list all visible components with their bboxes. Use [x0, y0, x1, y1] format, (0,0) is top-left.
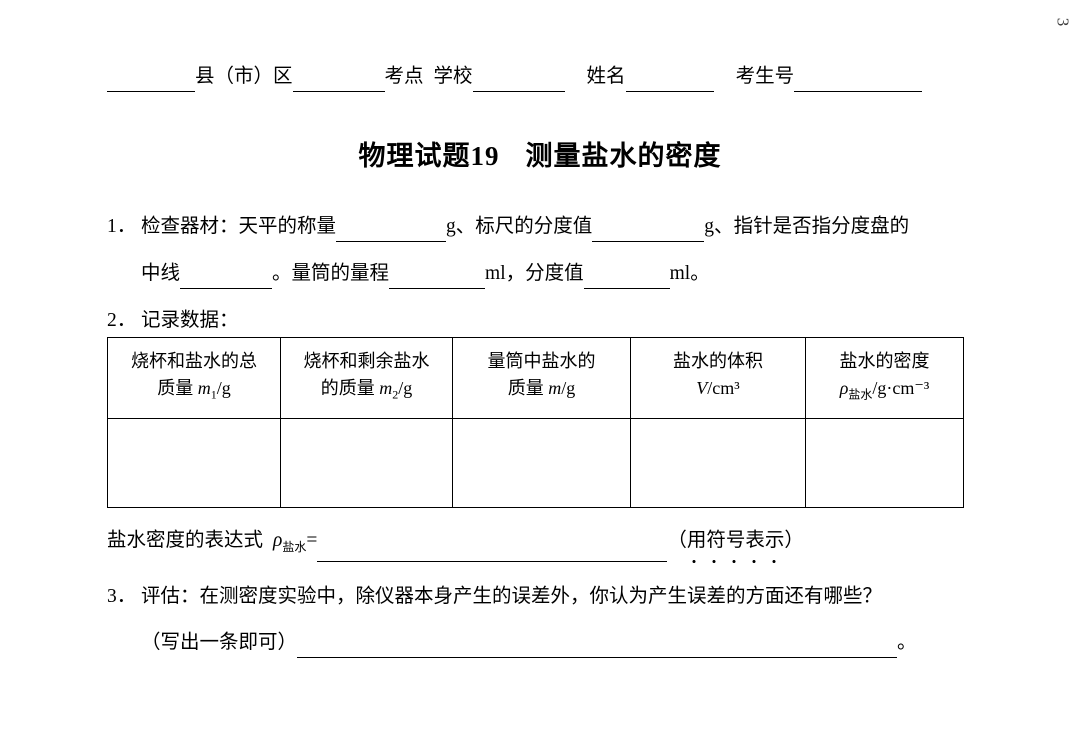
table-header-cell-3: 量筒中盐水的 质量 m/g	[452, 337, 631, 419]
table-row	[107, 418, 964, 508]
name-label: 姓名	[586, 66, 626, 87]
header-1-symbol: m	[197, 377, 211, 398]
header-1-subscript: 1	[210, 387, 217, 402]
q1-blank-2[interactable]	[592, 224, 705, 242]
q3-period: 。	[897, 632, 917, 653]
q1-text-6: 分度值	[525, 263, 584, 284]
table-header-row: 烧杯和盐水的总 质量 m1/g 烧杯和剩余盐水 的质量 m2/g 量筒中盐水的 …	[107, 337, 964, 419]
expression-label: 盐水密度的表达式	[107, 530, 264, 551]
expression-note: （用符号表示）	[667, 526, 804, 563]
q1-text-2: 标尺的分度值	[475, 216, 593, 237]
q3-answer-blank[interactable]	[297, 640, 898, 658]
table-cell-m[interactable]	[452, 418, 631, 508]
q3-text-1: 评估：在测密度实验中，除仪器本身产生的误差外，你认为产生误差的方面还有哪些？	[141, 586, 883, 607]
exam-site-blank[interactable]	[292, 74, 385, 92]
header-3-line-1: 量筒中盐水的	[487, 350, 596, 371]
county-label: 县（市）区	[195, 66, 293, 87]
name-blank[interactable]	[625, 74, 714, 92]
student-id-label: 考生号	[735, 66, 795, 87]
question-3-line-1: 3．评估：在测密度实验中，除仪器本身产生的误差外，你认为产生误差的方面还有哪些？	[107, 582, 882, 612]
header-2-subscript: 2	[392, 387, 399, 402]
header-5-subscript: 盐水	[848, 387, 873, 402]
header-4-symbol: V	[696, 377, 708, 398]
header-3-symbol: m	[548, 377, 562, 398]
q1-text-1: 检查器材：天平的称量	[141, 216, 337, 237]
header-5-line-1: 盐水的密度	[839, 350, 930, 371]
header-5-symbol: ρ	[839, 377, 849, 398]
q1-unit-2: g、	[704, 216, 734, 237]
header-4-unit: /cm³	[707, 377, 740, 398]
header-5-unit: /g·cm⁻³	[872, 377, 930, 398]
q1-blank-5[interactable]	[583, 271, 670, 289]
header-1-unit: /g	[216, 377, 231, 398]
header-1-line-2: 质量 m1/g	[112, 375, 276, 409]
header-1-line-1: 烧杯和盐水的总	[131, 350, 257, 371]
expression-equals: =	[306, 530, 318, 551]
title-number: 19	[470, 141, 500, 171]
title-name: 测量盐水的密度	[525, 141, 722, 171]
header-4-line-2: V/cm³	[635, 375, 801, 409]
q3-hint: （写出一条即可）	[141, 632, 298, 653]
school-blank[interactable]	[472, 74, 565, 92]
header-2-symbol: m	[379, 377, 393, 398]
county-blank[interactable]	[107, 74, 195, 92]
question-1-line-2: 中线 。量筒的量程 ml，分度值 ml。	[141, 259, 710, 289]
header-2-unit: /g	[398, 377, 413, 398]
q1-unit-3: ml，	[485, 263, 526, 284]
expression-symbol: ρ	[273, 530, 283, 551]
table-header-cell-2: 烧杯和剩余盐水 的质量 m2/g	[280, 337, 453, 419]
header-2-line-1: 烧杯和剩余盐水	[303, 350, 430, 371]
q1-text-5: 。量筒的量程	[272, 263, 390, 284]
question-3-number: 3．	[107, 586, 137, 607]
q1-unit-4: ml。	[669, 263, 710, 284]
header-2-line-2: 的质量 m2/g	[285, 375, 448, 409]
expression-subscript: 盐水	[282, 539, 307, 554]
table-cell-m1[interactable]	[107, 418, 281, 508]
table-header-cell-1: 烧杯和盐水的总 质量 m1/g	[107, 337, 281, 419]
table-cell-m2[interactable]	[280, 418, 453, 508]
exam-site-label: 考点	[384, 66, 424, 87]
density-expression-line: 盐水密度的表达式 ρ盐水= （用符号表示）	[107, 526, 804, 563]
exam-header: 县（市）区 考点学校 姓名 考生号	[107, 62, 969, 92]
q1-text-3: 指针是否指分度盘的	[733, 216, 910, 237]
q1-blank-4[interactable]	[389, 271, 486, 289]
student-id-blank[interactable]	[794, 74, 923, 92]
q1-text-4: 中线	[141, 263, 181, 284]
header-3-text: 质量	[507, 377, 549, 398]
header-5-line-2: ρ盐水/g·cm⁻³	[810, 375, 959, 409]
q2-text-1: 记录数据：	[141, 310, 239, 331]
header-3-line-2: 质量 m/g	[457, 375, 626, 409]
q1-blank-3[interactable]	[180, 271, 273, 289]
question-2-line-1: 2．记录数据：	[107, 306, 239, 336]
question-1-number: 1．	[107, 216, 137, 237]
question-2-number: 2．	[107, 310, 137, 331]
page-number: 3	[1052, 17, 1072, 27]
table-cell-volume[interactable]	[630, 418, 806, 508]
school-label: 学校	[433, 66, 473, 87]
question-3-line-2: （写出一条即可） 。	[141, 628, 917, 658]
q1-blank-1[interactable]	[336, 224, 447, 242]
page-title: 物理试题19 测量盐水的密度	[0, 134, 1080, 173]
header-3-unit: /g	[561, 377, 576, 398]
title-prefix: 物理试题	[358, 141, 471, 171]
header-1-text: 质量	[157, 377, 198, 398]
header-4-line-1: 盐水的体积	[673, 350, 763, 371]
table-header-cell-5: 盐水的密度 ρ盐水/g·cm⁻³	[805, 337, 964, 419]
table-cell-density[interactable]	[805, 418, 964, 508]
expression-blank[interactable]	[317, 544, 668, 562]
q1-unit-1: g、	[446, 216, 476, 237]
header-2-text: 的质量	[320, 377, 380, 398]
table-header-cell-4: 盐水的体积 V/cm³	[630, 337, 806, 419]
data-recording-table: 烧杯和盐水的总 质量 m1/g 烧杯和剩余盐水 的质量 m2/g 量筒中盐水的 …	[107, 337, 964, 508]
